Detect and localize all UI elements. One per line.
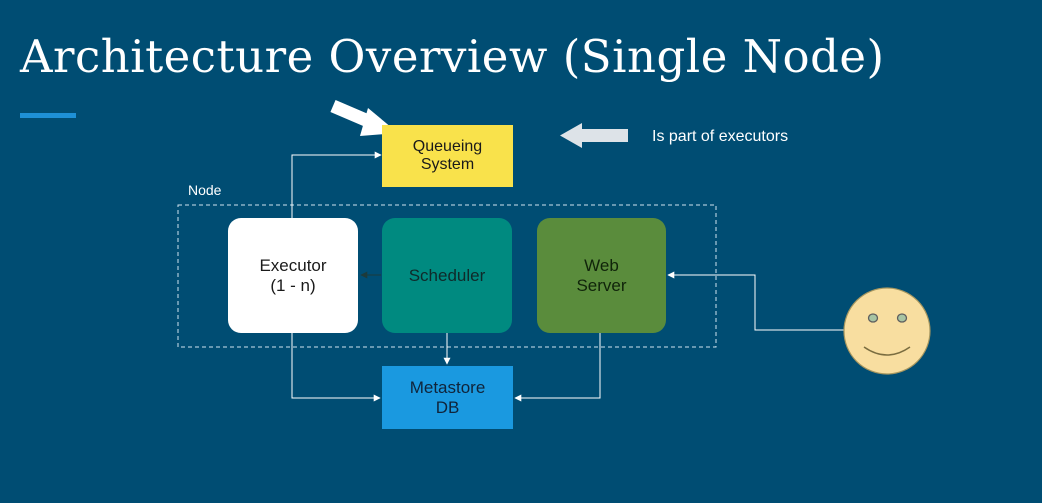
left-arrow-icon xyxy=(560,123,628,148)
executor-to-queue-connector xyxy=(291,151,382,218)
executor-box: Executor (1 - n) xyxy=(228,218,358,333)
executor-to-metastore-connector xyxy=(291,333,381,402)
web-server-box: Web Server xyxy=(537,218,666,333)
title-underline xyxy=(20,113,76,118)
smiley-user-icon xyxy=(843,287,931,375)
scheduler-label: Scheduler xyxy=(408,265,486,285)
queueing-system-box: Queueing System xyxy=(382,125,513,187)
executor-label: Executor (1 - n) xyxy=(259,255,327,295)
metastore-db-box: Metastore DB xyxy=(382,366,513,429)
webserver-to-metastore-connector xyxy=(514,333,601,402)
slide-title: Architecture Overview (Single Node) xyxy=(20,30,885,83)
scheduler-box: Scheduler xyxy=(382,218,512,333)
user-to-webserver-connector xyxy=(667,271,845,331)
metastore-db-label: Metastore DB xyxy=(409,377,486,417)
node-label: Node xyxy=(188,182,222,198)
note-text: Is part of executors xyxy=(652,128,789,145)
queueing-system-label: Queueing System xyxy=(412,138,483,173)
web-server-label: Web Server xyxy=(576,255,627,295)
